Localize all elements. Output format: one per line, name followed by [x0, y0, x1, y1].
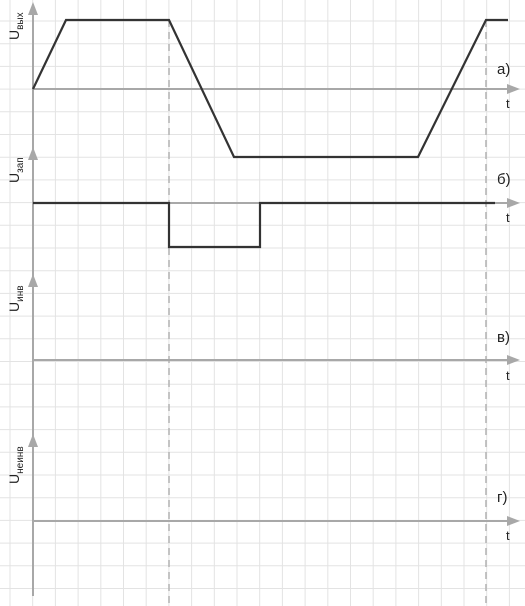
time-label-v: t — [506, 368, 510, 383]
waveform-output-voltage — [32, 18, 508, 159]
time-label-b: t — [506, 210, 510, 225]
arrow-up-icon — [28, 274, 38, 287]
y-axis-label-gate: Uзап — [6, 157, 26, 183]
time-label-g: t — [506, 528, 510, 543]
panel-label-a: а) — [497, 61, 510, 78]
waveform-gate-voltage — [33, 201, 495, 249]
y-axis-label-noninverting: Uнеинв — [6, 446, 26, 484]
time-label-a: t — [506, 96, 510, 111]
arrow-right-icon — [507, 84, 520, 94]
arrow-right-icon — [507, 355, 520, 365]
arrow-up-icon — [28, 2, 38, 15]
arrow-up-icon — [28, 147, 38, 160]
y-axis-label-output: Uвых — [6, 12, 26, 40]
y-axis-label-inverting: Uинв — [6, 285, 26, 312]
panel-label-v: в) — [497, 329, 510, 346]
arrow-up-icon — [28, 434, 38, 447]
arrow-right-icon — [507, 198, 520, 208]
panel-label-g: г) — [497, 489, 507, 506]
panel-label-b: б) — [497, 171, 511, 188]
arrow-right-icon — [507, 516, 520, 526]
